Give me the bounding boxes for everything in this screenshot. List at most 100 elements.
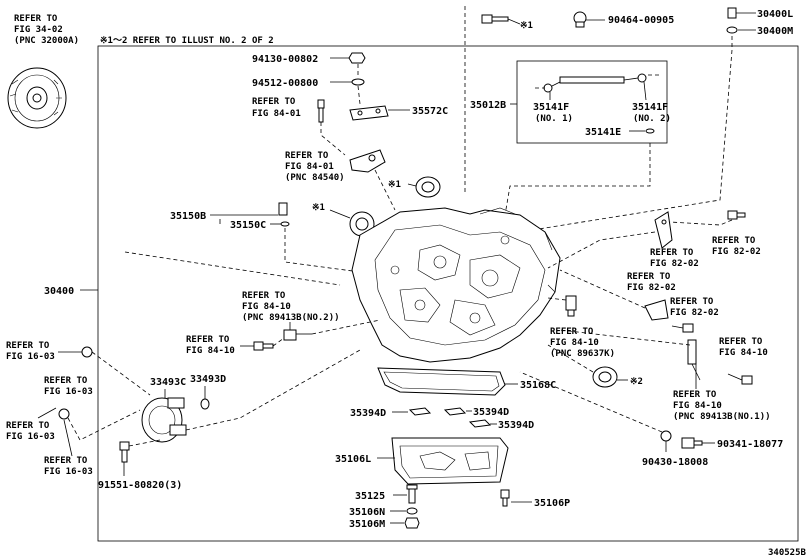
- diagram-frame: [97, 45, 799, 542]
- part-35141E: 35141E: [585, 127, 621, 138]
- mark-2-seal: ※2: [630, 377, 643, 387]
- bolt-icon: [481, 14, 509, 24]
- vent-plug-icon: [727, 7, 737, 19]
- bracket-icon: [349, 105, 389, 121]
- oil-cooler-icon: [141, 397, 187, 443]
- part-35150C: 35150C: [230, 220, 266, 231]
- ref-fig84-10-c-line1: REFER TO: [550, 327, 594, 337]
- part-90341-18077: 90341-18077: [717, 439, 783, 450]
- sensor-icon: [654, 211, 673, 249]
- oil-pan-gasket-icon: [377, 367, 506, 396]
- part-30400L: 30400L: [757, 9, 793, 20]
- bolt-icon: [671, 323, 694, 333]
- oil-seal-icon: [349, 211, 375, 237]
- part-35106N: 35106N: [349, 507, 385, 518]
- ref-fig84-01-b-line3: (PNC 84540): [285, 173, 345, 183]
- ref-torque-converter-line1: REFER TO: [14, 14, 58, 24]
- ref-fig82-02-d-line1: REFER TO: [670, 297, 714, 307]
- bolt-icon: [253, 341, 274, 351]
- oil-seal-icon: [592, 366, 618, 388]
- ref-fig82-02-b-line1: REFER TO: [712, 236, 756, 246]
- part-35106L: 35106L: [335, 454, 371, 465]
- part-35141F-no1: 35141F: [533, 102, 569, 113]
- bolt-icon: [500, 489, 510, 507]
- part-35141F-no2: 35141F: [632, 102, 668, 113]
- ref-fig16-03-d-line1: REFER TO: [44, 456, 88, 466]
- ref-fig16-03-b-line2: FIG 16-03: [44, 387, 93, 397]
- ref-fig16-03-a-line2: FIG 16-03: [6, 352, 55, 362]
- ref-fig84-10-a-line3: (PNC 89413B(NO.2)): [242, 313, 340, 323]
- ref-fig84-10-c-line2: FIG 84-10: [550, 338, 599, 348]
- stud-icon: [317, 99, 325, 123]
- ref-fig82-02-c-line1: REFER TO: [627, 272, 671, 282]
- mark-1-seal-b: ※1: [312, 203, 325, 213]
- ref-fig84-10-a-line1: REFER TO: [242, 291, 286, 301]
- connector-icon: [283, 329, 312, 341]
- ref-fig84-10-d-line1: REFER TO: [719, 337, 763, 347]
- ref-fig16-03-d-line2: FIG 16-03: [44, 467, 93, 477]
- o-ring-icon: [645, 128, 655, 134]
- ref-fig84-10-e-line2: FIG 84-10: [673, 401, 722, 411]
- plug-icon: [278, 202, 288, 216]
- ref-fig84-10-b-line1: REFER TO: [186, 335, 230, 345]
- oil-pan-icon: [391, 437, 509, 485]
- part-30400M: 30400M: [757, 26, 793, 37]
- part-30400: 30400: [44, 286, 74, 297]
- ref-fig84-10-a-line2: FIG 84-10: [242, 302, 291, 312]
- nut-icon: [348, 52, 366, 64]
- oil-seal-icon: [415, 176, 441, 198]
- magnet-icon: [468, 419, 492, 428]
- magnet-icon: [408, 407, 432, 416]
- part-91551-80820: 91551-80820(3): [98, 480, 182, 491]
- ref-fig82-02-c-line2: FIG 82-02: [627, 283, 676, 293]
- washer-icon: [351, 78, 365, 86]
- ref-fig84-10-b-line2: FIG 84-10: [186, 346, 235, 356]
- hose-clamp-icon: [81, 346, 93, 358]
- o-ring-icon: [280, 221, 290, 227]
- part-90430-18008: 90430-18008: [642, 457, 708, 468]
- ref-fig82-02-b-line2: FIG 82-02: [712, 247, 761, 257]
- part-35106P: 35106P: [534, 498, 570, 509]
- ref-torque-converter-line2: FIG 34-02: [14, 25, 63, 35]
- ref-fig84-10-e-line1: REFER TO: [673, 390, 717, 400]
- mark-1-seal-a: ※1: [388, 180, 401, 190]
- part-90464-00905: 90464-00905: [608, 15, 674, 26]
- strainer-bolt-icon: [406, 484, 418, 504]
- ref-torque-converter-line3: (PNC 32000A): [14, 36, 79, 46]
- drain-plug-icon: [406, 507, 418, 515]
- torque-converter-icon: [7, 67, 67, 129]
- ref-fig16-03-c-line1: REFER TO: [6, 421, 50, 431]
- speed-sensor-icon: [565, 295, 577, 317]
- gasket-icon: [404, 517, 420, 529]
- o-ring-icon: [200, 398, 210, 410]
- bolt-icon: [119, 441, 130, 463]
- part-35125: 35125: [355, 491, 385, 502]
- part-33493D: 33493D: [190, 374, 226, 385]
- ref-fig82-02-d-line2: FIG 82-02: [670, 308, 719, 318]
- part-35168C: 35168C: [520, 380, 556, 391]
- speed-sensor-icon: [687, 339, 701, 381]
- figure-id: 340525B: [768, 548, 807, 558]
- part-33493C: 33493C: [150, 377, 186, 388]
- ref-fig84-01-a-line2: FIG 84-01: [252, 109, 301, 119]
- part-35394D-c: 35394D: [498, 420, 534, 431]
- drain-plug-icon: [681, 437, 703, 449]
- ref-fig82-02-a-line2: FIG 82-02: [650, 259, 699, 269]
- part-35150B: 35150B: [170, 211, 206, 222]
- bolt-icon: [727, 373, 753, 385]
- ref-fig84-10-d-line2: FIG 84-10: [719, 348, 768, 358]
- part-35012B: 35012B: [470, 100, 506, 111]
- ref-fig84-01-b-line1: REFER TO: [285, 151, 329, 161]
- ref-fig16-03-b-line1: REFER TO: [44, 376, 88, 386]
- ref-fig16-03-a-line1: REFER TO: [6, 341, 50, 351]
- hose-clamp-icon: [58, 408, 70, 420]
- magnet-icon: [443, 407, 467, 416]
- part-35572C: 35572C: [412, 106, 448, 117]
- transaxle-case-icon: [351, 207, 561, 363]
- part-35141F-no2-sub: (NO. 2): [633, 114, 671, 124]
- ref-fig84-10-c-line3: (PNC 89637K): [550, 349, 615, 359]
- bolt-icon: [727, 210, 746, 220]
- ref-fig16-03-c-line2: FIG 16-03: [6, 432, 55, 442]
- gasket-icon: [726, 26, 738, 34]
